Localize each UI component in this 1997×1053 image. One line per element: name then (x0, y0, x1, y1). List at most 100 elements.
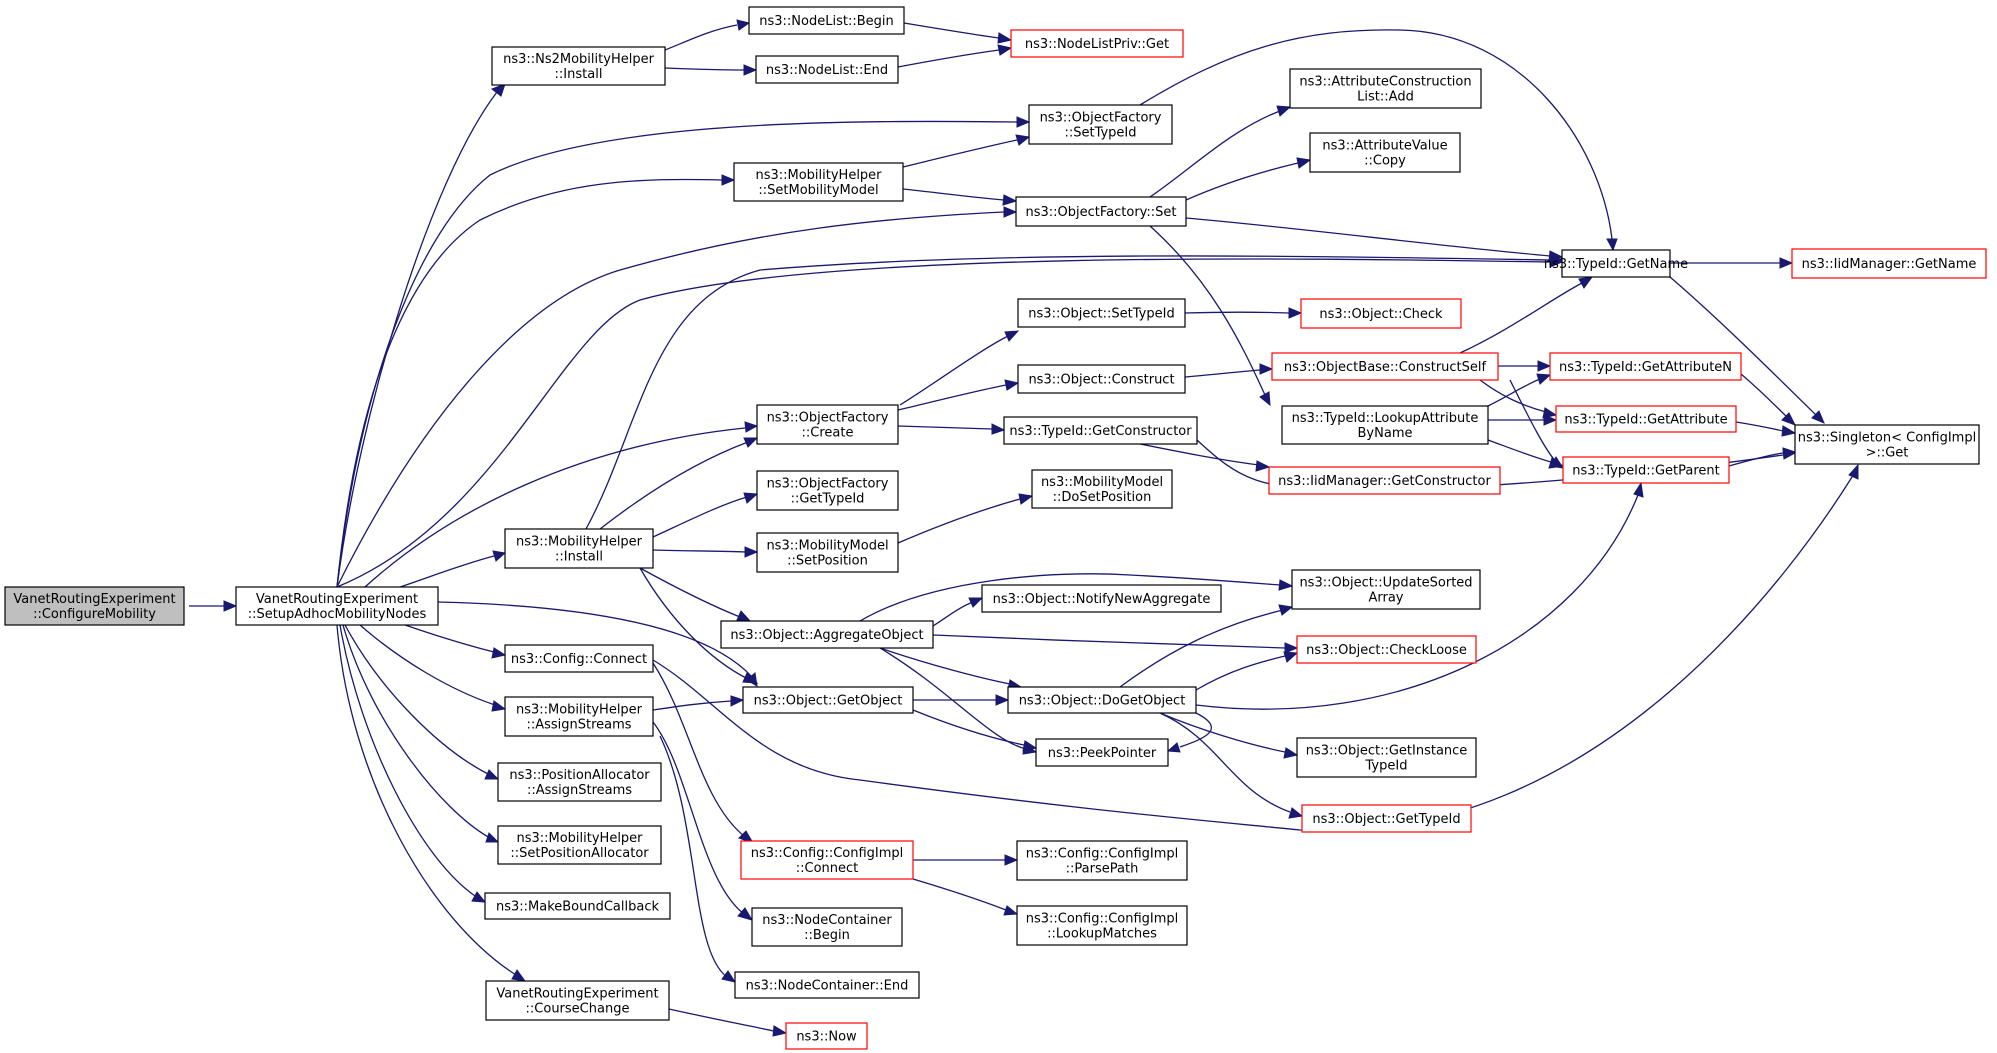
call-edge-n8-n19 (1149, 225, 1271, 407)
call-edge-line (1149, 110, 1281, 198)
call-edge-arrowhead (991, 423, 1006, 435)
function-node-box (1016, 840, 1188, 881)
call-edge-arrowhead (1578, 276, 1594, 289)
call-edge-arrowhead (730, 695, 745, 707)
function-node-box (720, 620, 934, 649)
function-node-label: ns3::PeekPointer (1048, 746, 1157, 761)
function-node-n16[interactable]: ns3::Object::Construct (1017, 364, 1186, 394)
function-node-n3[interactable]: ns3::NodeList::Begin (748, 6, 905, 35)
call-edge-n3-n5 (903, 22, 1013, 44)
function-node-n13[interactable]: ns3::Object::SetTypeId (1017, 298, 1186, 328)
call-edge-n0-n1 (189, 600, 238, 612)
function-node-n40[interactable]: ns3::Object::GetTypeId (1301, 804, 1472, 833)
function-node-n29[interactable]: ns3::Object::NotifyNewAggregate (981, 584, 1222, 613)
call-edge-arrowhead (1548, 457, 1565, 469)
function-node-box (485, 980, 670, 1021)
function-node-n49[interactable]: ns3::Now (785, 1022, 868, 1050)
function-node-n8[interactable]: ns3::ObjectFactory::Set (1015, 196, 1187, 227)
function-node-n44[interactable]: ns3::MakeBoundCallback (484, 892, 671, 920)
function-node-n32[interactable]: ns3::Config::Connect (504, 644, 654, 673)
function-node-n33[interactable]: ns3::Object::CheckLoose (1296, 635, 1477, 664)
call-edge-n7-n6 (902, 134, 1031, 168)
call-edge-n19-n24 (1487, 439, 1565, 469)
function-node-n45[interactable]: ns3::NodeContainer::Begin (751, 907, 903, 947)
call-edge-n17-n24 (1509, 379, 1565, 469)
call-edge-n1-n32 (404, 624, 507, 659)
function-node-n43[interactable]: ns3::Config::ConfigImpl::ParsePath (1016, 840, 1188, 881)
function-node-label: ns3::ObjectFactory (767, 411, 889, 426)
function-node-n26[interactable]: ns3::MobilityModel::DoSetPosition (1031, 469, 1173, 509)
function-node-n14[interactable]: ns3::Object::Check (1300, 298, 1462, 329)
function-node-n47[interactable]: ns3::NodeContainer::End (734, 971, 920, 999)
call-edge-n42-n46 (912, 878, 1019, 916)
function-node-label: ns3::Config::ConfigImpl (751, 846, 904, 861)
function-node-label: ns3::ObjectFactory (1040, 111, 1162, 126)
function-node-n28[interactable]: ns3::MobilityModel::SetPosition (756, 532, 899, 573)
function-node-label: ns3::AttributeValue (1322, 139, 1447, 154)
call-edge-line (1184, 369, 1261, 378)
call-edge-arrowhead (1606, 238, 1618, 252)
call-edge-line (344, 624, 491, 776)
call-edge-n27-n25 (652, 492, 759, 538)
function-node-n27[interactable]: ns3::MobilityHelper::Install (504, 528, 654, 569)
function-node-n21[interactable]: ns3::Singleton< ConfigImpl >::Get (1794, 424, 1980, 465)
function-node-n1[interactable]: VanetRoutingExperiment::SetupAdhocMobili… (235, 586, 439, 626)
function-node-label: ns3::Object::SetTypeId (1028, 307, 1174, 322)
function-node-n17[interactable]: ns3::ObjectBase::ConstructSelf (1271, 352, 1499, 381)
function-node-label: ns3::Object::Construct (1028, 373, 1174, 388)
function-node-n46[interactable]: ns3::Config::ConfigImpl::LookupMatches (1016, 905, 1188, 946)
call-edge-arrowhead (1002, 194, 1018, 206)
call-edge-n34-n47 (659, 735, 737, 983)
call-edge-line (1185, 162, 1299, 201)
call-edge-arrowhead (1296, 157, 1312, 169)
function-node-n24[interactable]: ns3::TypeId::GetParent (1562, 456, 1730, 484)
function-node-n12[interactable]: ns3::IidManager::GetName (1791, 248, 1987, 279)
call-edge-n20-n21 (1735, 421, 1797, 437)
function-node-n34[interactable]: ns3::MobilityHelper::AssignStreams (504, 696, 654, 737)
function-node-n10[interactable]: ns3::AttributeValue::Copy (1309, 132, 1461, 173)
function-node-n4[interactable]: ns3::NodeList::End (755, 55, 899, 84)
function-node-label: VanetRoutingExperiment (256, 592, 418, 607)
function-node-box (734, 971, 920, 999)
function-node-n18[interactable]: ns3::TypeId::GetAttributeN (1549, 352, 1742, 381)
function-node-n31[interactable]: ns3::Object::AggregateObject (720, 620, 934, 649)
function-node-n36[interactable]: ns3::Object::DoGetObject (1007, 686, 1197, 714)
call-edge-n35-n37 (912, 709, 1038, 752)
call-edge-n28-n26 (897, 493, 1034, 544)
function-node-label: ns3::NodeListPriv::Get (1025, 37, 1169, 52)
function-node-n23[interactable]: ns3::IidManager::GetConstructor (1268, 466, 1501, 495)
function-node-label: ::ParsePath (1066, 862, 1139, 877)
function-node-n2[interactable]: ns3::Ns2MobilityHelper::Install (491, 46, 666, 86)
function-node-n6[interactable]: ns3::ObjectFactory::SetTypeId (1028, 104, 1173, 145)
call-edge-line (404, 624, 495, 653)
call-edge-line (336, 178, 723, 588)
function-node-n41[interactable]: ns3::MobilityHelper::SetPositionAllocato… (497, 825, 662, 865)
function-node-label: ::AssignStreams (526, 718, 631, 733)
function-node-n11[interactable]: ns3::TypeId::GetName (1544, 249, 1688, 278)
function-node-n20[interactable]: ns3::TypeId::GetAttribute (1555, 405, 1737, 433)
function-node-n5[interactable]: ns3::NodeListPriv::Get (1010, 29, 1184, 58)
function-node-n22[interactable]: ns3::TypeId::GetConstructor (1003, 416, 1198, 445)
function-node-n42[interactable]: ns3::Config::ConfigImpl::Connect (740, 840, 914, 880)
call-edge-n27-n31 (639, 567, 752, 622)
function-node-n15[interactable]: ns3::ObjectFactory::Create (756, 404, 899, 445)
call-edge-arrowhead (485, 832, 500, 843)
call-edge-arrowhead (1779, 257, 1794, 269)
call-edge-arrowhead (742, 672, 759, 684)
call-edge-n2-n4 (664, 64, 758, 76)
function-node-box (497, 762, 662, 802)
function-node-n35[interactable]: ns3::Object::GetObject (742, 686, 914, 714)
function-node-n25[interactable]: ns3::ObjectFactory::GetTypeId (756, 470, 899, 511)
function-node-label: ns3::NodeList::End (766, 63, 888, 78)
function-node-label: ns3::Singleton< ConfigImpl (1798, 431, 1976, 446)
function-node-box (1296, 635, 1477, 664)
function-node-n37[interactable]: ns3::PeekPointer (1035, 738, 1169, 767)
function-node-n39[interactable]: ns3::PositionAllocator::AssignStreams (497, 762, 662, 802)
call-edge-line (1479, 379, 1547, 413)
function-node-n7[interactable]: ns3::MobilityHelper::SetMobilityModel (733, 162, 904, 202)
function-node-n48[interactable]: VanetRoutingExperiment::CourseChange (485, 980, 670, 1021)
